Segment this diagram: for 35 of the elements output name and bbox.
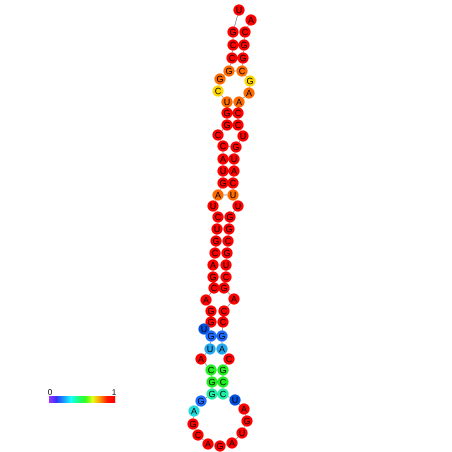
backbone-line (236, 436, 238, 440)
backbone-line (193, 416, 194, 418)
backbone-line (204, 363, 208, 366)
base-pair-line (234, 70, 236, 72)
backbone-line (230, 63, 231, 66)
backbone-line (210, 342, 211, 344)
backbone-line (243, 50, 244, 52)
backbone-line (242, 64, 243, 66)
backbone-line (234, 15, 238, 27)
backbone-line (206, 324, 208, 326)
backbone-line (227, 303, 231, 307)
backbone-line (243, 96, 245, 98)
backbone-line (202, 438, 204, 440)
scale-label: 1 (112, 389, 116, 395)
base-pair-line (224, 194, 228, 196)
base-pair-line (218, 276, 220, 278)
backbone-line (232, 38, 234, 40)
backbone-line (247, 24, 249, 28)
backbone-line (206, 396, 208, 398)
backbone-line (208, 292, 212, 296)
backbone-line (222, 152, 224, 154)
base-pair-line (226, 182, 230, 184)
backbone-line (204, 353, 206, 355)
backbone-line (206, 332, 208, 334)
backbone-line (232, 50, 233, 52)
backbone-line (221, 95, 224, 98)
scale-label: 0 (48, 389, 52, 395)
backbone-line (244, 38, 245, 40)
backbone-line (233, 210, 235, 213)
base-pair-line (218, 264, 220, 266)
backbone-line (228, 292, 230, 295)
backbone-line (222, 129, 224, 131)
backbone-line (222, 328, 223, 330)
base-pair-line (228, 146, 230, 147)
backbone-line (228, 396, 230, 398)
